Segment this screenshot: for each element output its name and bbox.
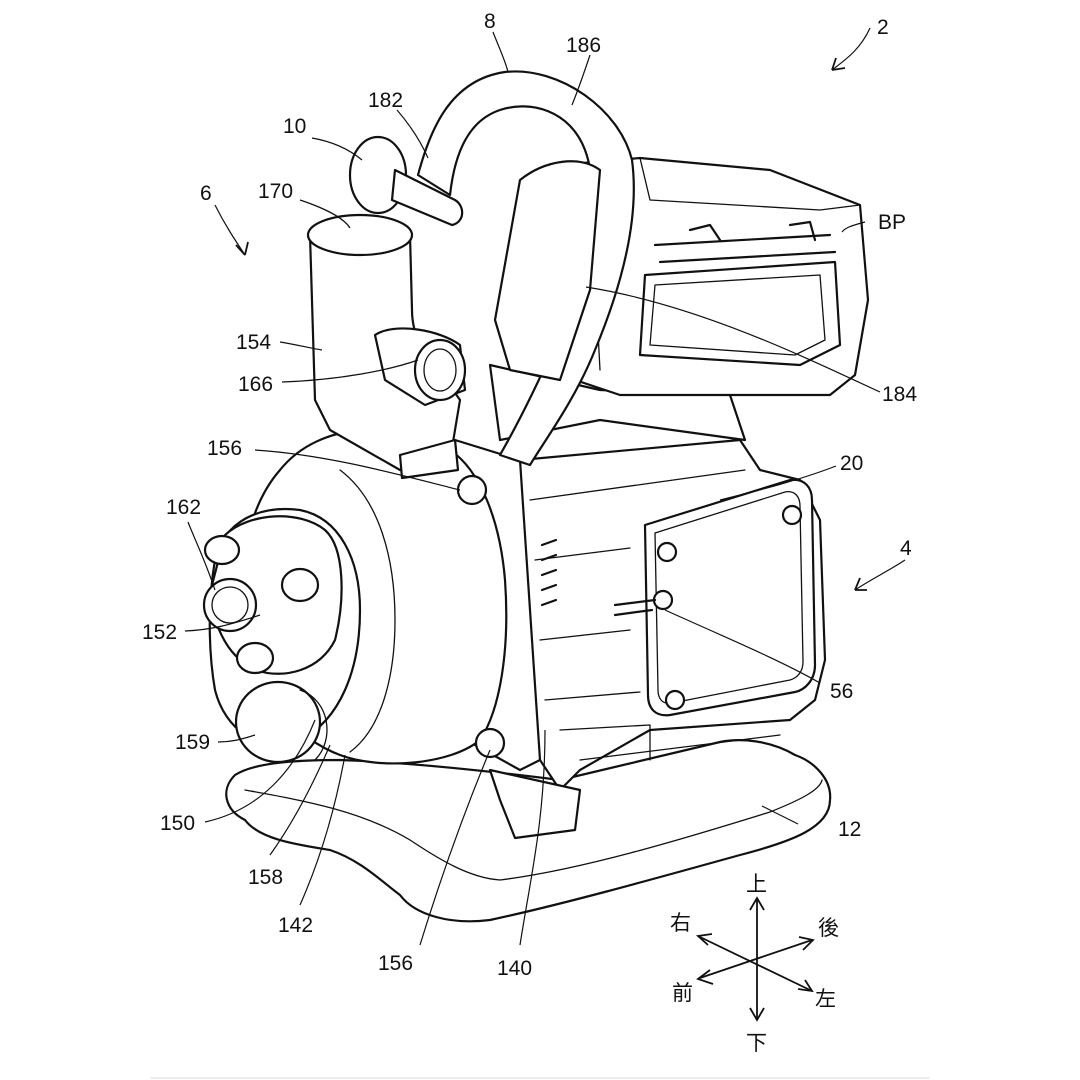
label-156-bottom: 156: [378, 952, 413, 975]
dir-right: 右: [670, 911, 691, 935]
handle: [348, 70, 635, 467]
control-cover: [613, 478, 817, 717]
label-162: 162: [166, 496, 201, 519]
direction-indicator: 上 後 右 前 左 下: [670, 872, 839, 1055]
label-2: 2: [877, 16, 889, 39]
label-156-top: 156: [207, 437, 242, 460]
dir-front: 前: [672, 981, 693, 1005]
label-142: 142: [278, 914, 313, 937]
label-150: 150: [160, 812, 195, 835]
label-4: 4: [900, 537, 912, 560]
dir-down: 下: [746, 1031, 767, 1055]
battery-pack: [558, 156, 870, 397]
label-186: 186: [566, 34, 601, 57]
reference-arrows: [235, 57, 867, 591]
label-20: 20: [840, 452, 863, 475]
label-170: 170: [258, 180, 293, 203]
dir-left: 左: [815, 987, 836, 1011]
label-158: 158: [248, 866, 283, 889]
label-182: 182: [368, 89, 403, 112]
label-154: 154: [236, 331, 271, 354]
label-140: 140: [497, 957, 532, 980]
label-152: 152: [142, 621, 177, 644]
label-10: 10: [283, 115, 306, 138]
label-159: 159: [175, 731, 210, 754]
dir-back: 後: [818, 916, 839, 940]
label-56: 56: [830, 680, 853, 703]
label-BP: BP: [878, 211, 906, 234]
label-6: 6: [200, 182, 212, 205]
suction-pipe: [306, 213, 467, 480]
label-166: 166: [238, 373, 273, 396]
discharge-port: [202, 515, 343, 675]
reference-numerals: 2 8 186 182 10 6 170 BP 154 166 184 156 …: [142, 10, 917, 980]
leader-lines: [184, 27, 906, 946]
label-8: 8: [484, 10, 496, 33]
dir-up: 上: [746, 872, 767, 896]
label-12: 12: [838, 818, 861, 841]
label-184: 184: [882, 383, 917, 406]
